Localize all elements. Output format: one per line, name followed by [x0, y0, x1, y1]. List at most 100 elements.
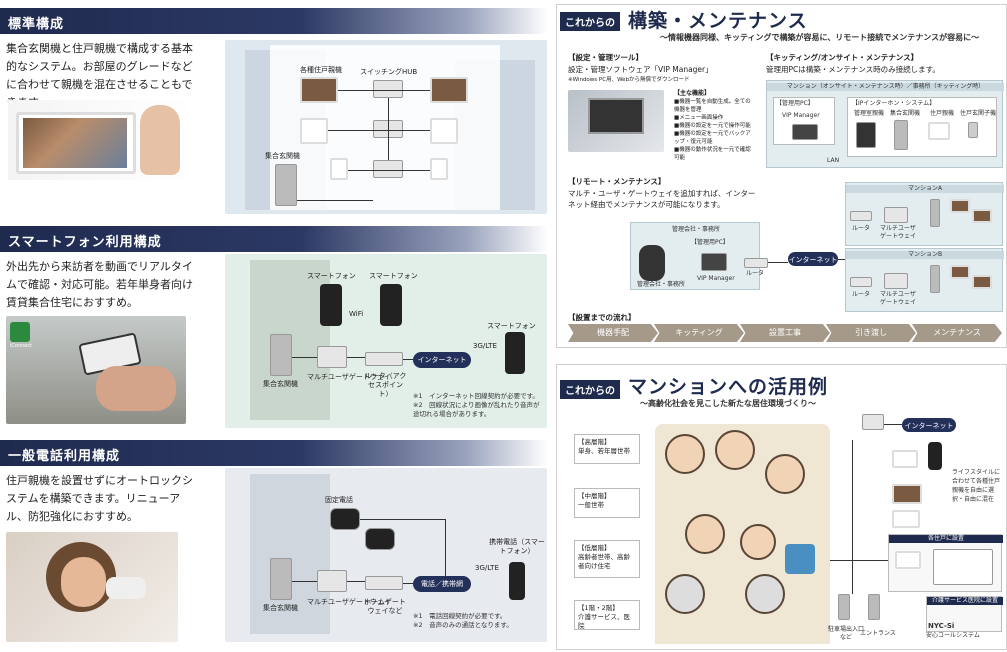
label-phone2: スマートフォン	[369, 272, 418, 280]
note-1: ※1 インターネット回線契約が必要です。	[413, 392, 539, 400]
hub-3	[373, 160, 403, 178]
router-a-icon	[850, 211, 872, 221]
fixed-phone-1	[330, 508, 360, 530]
care-label: 介護サービス医院に設置	[927, 597, 1003, 605]
level-mid-text: 一般世帯	[578, 501, 604, 509]
pc-icon	[792, 124, 818, 140]
level-high: 【高層階】 単身、若年層世帯	[574, 434, 640, 464]
label-entrance-3: 集合玄関機	[263, 604, 298, 612]
label-gateway-2: マルチユーザゲートウェイ	[307, 373, 391, 381]
internet-pill-2: インターネット	[788, 252, 838, 266]
gw-b-label: マルチユーザゲートウェイ	[880, 291, 917, 306]
monitor-unit-6	[430, 158, 448, 180]
office-label: 管理会社・事務所	[671, 226, 720, 233]
level-ground: 【1階・2階】 介護サービス、医院	[574, 600, 640, 630]
label-hub: スイッチングHUB	[360, 68, 418, 76]
tablet-hand-photo	[8, 100, 193, 180]
level-mid-head: 【中層階】	[578, 492, 611, 500]
ip-item: 管理室親機	[854, 110, 885, 117]
monitor-unit-1	[300, 77, 338, 103]
unit-icon	[928, 122, 950, 140]
label-lte-3: 3G/LTE	[475, 564, 499, 572]
each-unit-label: 各住戸に設置	[889, 535, 1003, 543]
entrance-usage	[868, 594, 880, 620]
router-b-icon	[850, 277, 872, 287]
ip-item: 住戸親機	[930, 110, 955, 117]
door-icon	[968, 122, 978, 138]
feature-item: ■機器の設定を一元で操作可能	[674, 123, 751, 129]
kitting-head: 【キッティング/オンサイト・メンテナンス】	[766, 53, 919, 62]
fixed-phone-2	[365, 528, 395, 550]
level-low: 【低層階】 高齢者世帯、高齢者向け住宅	[574, 540, 640, 578]
mansion-diagram: マンション（オンサイト・メンテナンス時）／事務所（キッティング時） 【管理用PC…	[766, 80, 1004, 168]
gw-a-label: マルチユーザゲートウェイ	[880, 225, 917, 240]
level-ground-head: 【1階・2階】	[578, 604, 619, 612]
monitor-usage-2	[892, 484, 922, 504]
label-home-gateway: ホームゲートウェイなど	[364, 598, 406, 615]
network-pill: 電話／携帯網	[413, 576, 471, 592]
person-icon	[639, 245, 665, 281]
office-router-label: ルータ	[746, 270, 765, 277]
monitor-unit-3	[300, 118, 328, 144]
entrance-panel	[275, 164, 297, 206]
flow-step-2: キッティング	[654, 324, 744, 342]
home-gateway	[365, 576, 403, 590]
pc-label: 【管理用PC】	[776, 100, 814, 107]
flow-head: 【設置までの流れ】	[568, 313, 636, 322]
diagram-phone: 固定電話 集合玄関機 マルチユーザゲートウェイ ホームゲートウェイなど 電話／携…	[225, 468, 547, 642]
title-usage: マンションへの活用例	[628, 376, 829, 398]
entrance-a	[930, 199, 940, 227]
flow-step-5: メンテナンス	[912, 324, 1002, 342]
ip-item: 住戸玄関子機	[960, 110, 997, 117]
guard-phone-icon	[856, 122, 876, 148]
remote-head: 【リモート・メンテナンス】	[568, 177, 666, 186]
monitor-unit-4	[430, 118, 458, 144]
note-3: ※1 電話回線契約が必要です。	[413, 612, 507, 620]
label-wifi: WiFi	[349, 310, 364, 318]
feature-item: ■メニュー画面操作	[674, 115, 724, 121]
section-desc-smartphone: 外出先から来訪者を動画でリアルタイムで確認・対応可能。若年単身者向け賃貸集合住宅…	[6, 260, 193, 309]
label-phone1: スマートフォン	[307, 272, 356, 280]
level-low-text: 高齢者世帯、高齢者向け住宅	[578, 553, 630, 570]
flow-step-1: 機器手配	[568, 324, 658, 342]
vip2-label: VIP Manager	[697, 275, 735, 282]
diagram-standard: 各種住戸親機 スイッチングHUB 集合玄関機	[225, 40, 547, 214]
entrance-b	[930, 265, 940, 293]
smartphone-hand-photo: iConnect	[6, 316, 186, 424]
hub-1	[373, 80, 403, 98]
gw-b-icon	[884, 273, 908, 289]
features-head: 【主な機能】	[674, 90, 711, 97]
kitting-text: 管理用PCは構築・メンテナンス時のみ接続します。	[766, 65, 940, 74]
note-4: ※2 音声のみの通話となります。	[413, 621, 513, 629]
mansion-a-label: マンションA	[846, 185, 1004, 193]
entrance-panel-2	[270, 334, 292, 376]
feature-item: ■機器一覧を自動生成。全ての機器を管理	[674, 99, 751, 113]
parking-panel	[838, 594, 850, 620]
level-ground-text: 介護サービス、医院	[578, 613, 630, 630]
tag-kore-2: これからの	[560, 380, 620, 399]
smartphone-2	[380, 284, 402, 326]
gateway-usage	[862, 414, 884, 430]
unit-monitor	[895, 551, 921, 569]
entrance-panel-3	[270, 558, 292, 600]
flow-step-4: 引き渡し	[826, 324, 916, 342]
feature-item: ■機器の動作状況を一元で確認可能	[674, 147, 751, 161]
smartphone-3	[505, 332, 525, 374]
monitor-unit-5	[330, 158, 348, 180]
monitor-usage-3	[892, 510, 920, 528]
internet-pill-3: インターネット	[902, 418, 956, 432]
care-box: 介護サービス医院に設置	[926, 596, 1003, 632]
subtitle-usage: 〜高齢化社会を見こした新たな居住環境づくり〜	[640, 399, 816, 408]
office-small: 管理会社・事務所	[637, 281, 686, 288]
mansion-a: マンションA ルータ マルチユーザゲートウェイ	[845, 182, 1004, 246]
unit-a-1	[950, 199, 970, 213]
office-router	[744, 258, 768, 268]
feature-item: ■機器の設定を一元でバックアップ・復元可能	[674, 131, 751, 145]
laptop-photo	[568, 90, 664, 152]
gateway-2	[317, 346, 347, 368]
mobile-phone	[509, 562, 525, 600]
unit-b-2	[972, 275, 992, 289]
internet-pill: インターネット	[413, 352, 471, 368]
call-device	[933, 549, 993, 585]
gw-a-icon	[884, 207, 908, 223]
